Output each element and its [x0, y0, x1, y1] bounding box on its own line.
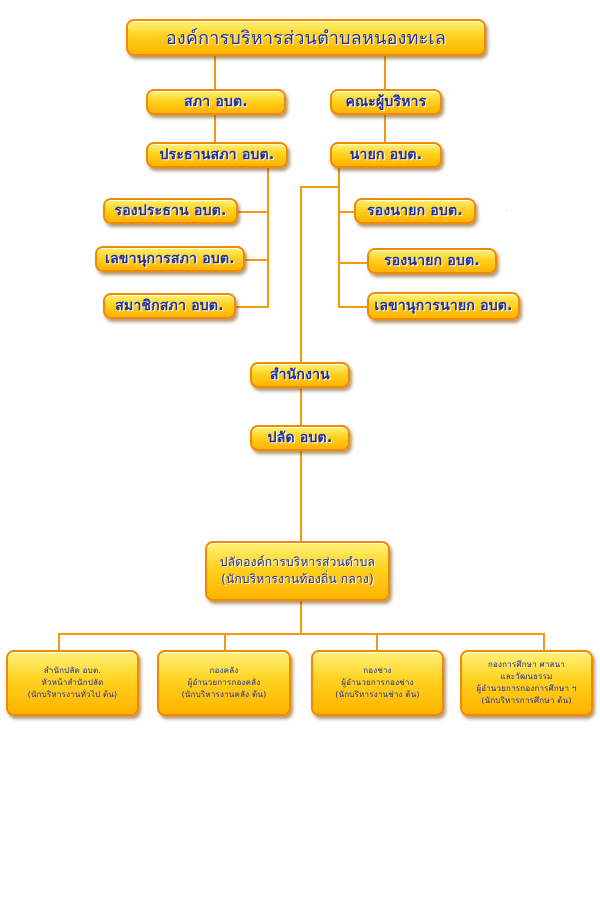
council-member-box: สมาชิกสภา อบต. [103, 293, 236, 319]
vice-chair-box: รองประธาน อบต. [103, 198, 238, 224]
department-rank: (นักบริหารการศึกษา ต้น) [481, 696, 572, 705]
chief-rank-line: (นักบริหารงานท้องถิ่น กลาง) [221, 572, 374, 586]
connector-line [300, 186, 340, 188]
connector-line [543, 633, 545, 651]
mayor-box: นายก อบต. [330, 142, 442, 168]
council-box: สภา อบต. [146, 89, 286, 115]
department-name: กองการศึกษา ศาสนา [487, 660, 566, 669]
connector-line [214, 55, 216, 91]
connector-line [338, 167, 340, 308]
executive-box: คณะผู้บริหาร [330, 89, 442, 115]
deputy-mayor-2-box: รองนายก อบต. [367, 248, 497, 274]
connector-line [384, 113, 386, 143]
department-box-finance: กองคลัง ผู้อำนวยการกองคลัง (นักบริหารงาน… [157, 650, 291, 716]
department-rank: (นักบริหารงานทั่วไป ต้น) [27, 690, 118, 699]
council-chair-box: ประธานสภา อบต. [146, 142, 288, 168]
connector-line [236, 259, 269, 261]
connector-line [376, 633, 378, 651]
department-box-education: กองการศึกษา ศาสนา และวัฒนธรรม ผู้อำนวยกา… [460, 650, 593, 716]
connector-line [224, 633, 226, 651]
chief-box: ปลัด อบต. [250, 425, 350, 451]
office-box: สำนักงาน [250, 362, 350, 388]
org-title-box: องค์การบริหารส่วนตำบลหนองทะเล [126, 19, 486, 56]
connector-line [236, 306, 269, 308]
connector-line [338, 211, 356, 213]
department-head: ผู้อำนวยการกองการศึกษา ฯ [476, 684, 577, 693]
council-secretary-box: เลขานุการสภา อบต. [95, 246, 245, 272]
decorative-dot: · [505, 206, 509, 217]
department-head: ผู้อำนวยการกองช่าง [341, 678, 414, 687]
department-box-office-of-chief: สำนักปลัด อบต. หัวหน้าสำนักปลัด (นักบริห… [6, 650, 139, 716]
department-head: ผู้อำนวยการกองคลัง [187, 678, 261, 687]
connector-line [338, 262, 368, 264]
department-rank: (นักบริหารงานคลัง ต้น) [181, 690, 267, 699]
department-head: หัวหน้าสำนักปลัด [41, 678, 104, 687]
department-name: กองช่าง [363, 666, 392, 675]
connector-line [300, 600, 302, 634]
connector-line [58, 633, 60, 651]
department-name: กองคลัง [209, 666, 239, 675]
department-name: สำนักปลัด อบต. [43, 666, 102, 675]
department-name-cont: และวัฒนธรรม [500, 672, 553, 681]
connector-line [58, 633, 545, 635]
connector-line [236, 211, 269, 213]
department-rank: (นักบริหารงานช่าง ต้น) [335, 690, 420, 699]
chief-title-line: ปลัดองค์การบริหารส่วนตำบล [219, 555, 376, 569]
connector-line [267, 167, 269, 308]
deputy-mayor-1-box: รองนายก อบต. [354, 198, 476, 224]
department-box-engineering: กองช่าง ผู้อำนวยการกองช่าง (นักบริหารงาน… [311, 650, 444, 716]
connector-line [384, 55, 386, 91]
connector-line [214, 113, 216, 143]
connector-line [338, 306, 368, 308]
mayor-secretary-box: เลขานุการนายก อบต. [367, 292, 520, 320]
chief-administrator-box: ปลัดองค์การบริหารส่วนตำบล (นักบริหารงานท… [205, 541, 390, 601]
